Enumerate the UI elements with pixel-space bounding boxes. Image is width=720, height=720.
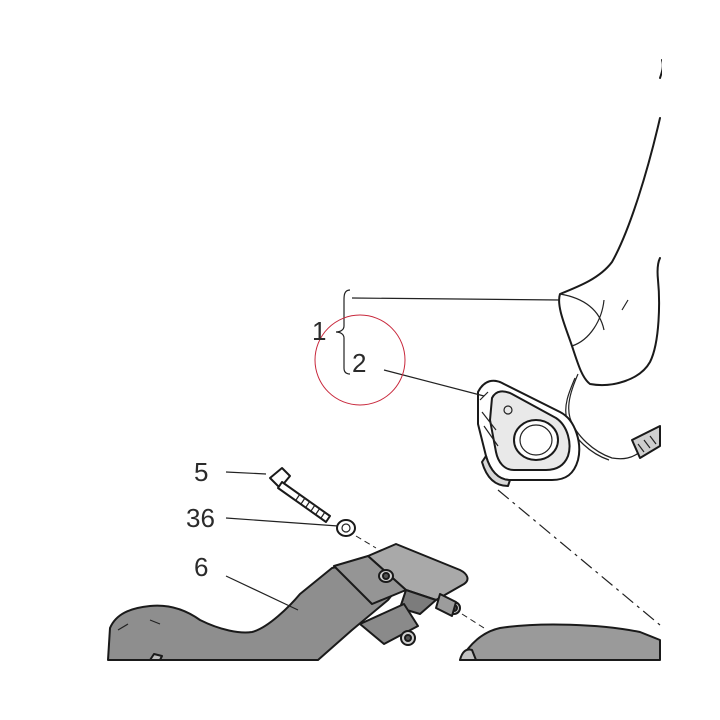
callout-2: 2 — [352, 348, 366, 378]
callout-1: 1 — [312, 316, 326, 346]
centerline-dashdot — [497, 489, 661, 626]
highlight-circle — [314, 314, 406, 406]
part-5-screw — [269, 467, 331, 523]
part-36-washer — [336, 519, 356, 537]
callout-6: 6 — [194, 552, 208, 582]
frame-right-mask — [662, 0, 720, 720]
screw-axis-line — [355, 535, 377, 549]
callout-36: 36 — [186, 503, 215, 533]
lower-right-base — [459, 613, 661, 661]
part-2-cap — [477, 379, 581, 487]
part-1-upper-assembly — [558, 59, 664, 461]
part-6-bracket — [107, 543, 469, 661]
connector-plug — [631, 425, 661, 459]
frame-bottom-mask — [0, 661, 720, 720]
leader-lines — [225, 289, 561, 611]
callout-5: 5 — [194, 457, 208, 487]
